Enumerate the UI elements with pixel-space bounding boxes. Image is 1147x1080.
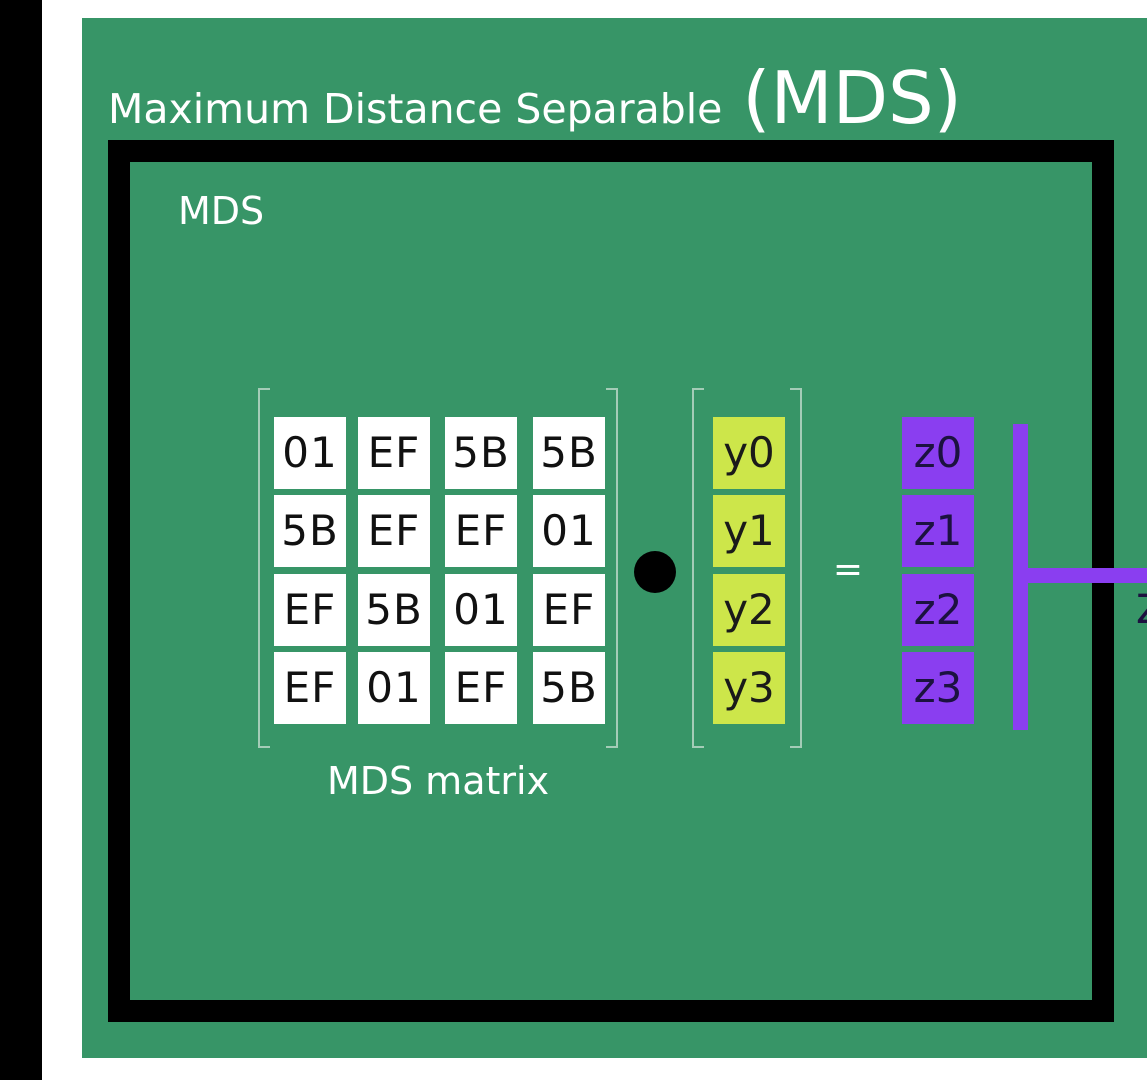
matrix-right-bracket	[606, 388, 618, 748]
slide-title-main: Maximum Distance Separable	[108, 85, 723, 133]
matrix-cell: 5B	[445, 417, 517, 489]
output-vector-cell: z0	[902, 417, 974, 489]
equals-sign: =	[832, 549, 864, 590]
output-connector-line	[1013, 568, 1147, 583]
matrix-cell: EF	[274, 574, 346, 646]
matrix-cell: 5B	[533, 652, 605, 724]
matrix-cell: EF	[358, 495, 430, 567]
input-vector-cell: y1	[713, 495, 785, 567]
vector-left-bracket	[692, 388, 704, 748]
matrix-caption: MDS matrix	[326, 759, 550, 803]
matrix-cell: EF	[445, 495, 517, 567]
matrix-cell: EF	[445, 652, 517, 724]
matrix-cell: 01	[533, 495, 605, 567]
mds-box-label: MDS	[178, 189, 265, 233]
output-vector-cell: z3	[902, 652, 974, 724]
dot-product-operator	[634, 551, 676, 593]
matrix-cell: 01	[445, 574, 517, 646]
output-vector-cell: z1	[902, 495, 974, 567]
input-vector-cell: y3	[713, 652, 785, 724]
matrix-left-bracket	[258, 388, 270, 748]
matrix-cell: EF	[274, 652, 346, 724]
matrix-cell: 5B	[274, 495, 346, 567]
clipped-output-label: Z	[1136, 588, 1147, 632]
matrix-cell: EF	[358, 417, 430, 489]
matrix-cell: 01	[358, 652, 430, 724]
input-vector-cell: y0	[713, 417, 785, 489]
slide-title-abbr: (MDS)	[742, 56, 962, 140]
matrix-cell: 01	[274, 417, 346, 489]
input-vector-cell: y2	[713, 574, 785, 646]
matrix-cell: 5B	[533, 417, 605, 489]
output-vector-cell: z2	[902, 574, 974, 646]
left-black-bar	[0, 0, 42, 1080]
slide-title: Maximum Distance Separable (MDS)	[108, 58, 962, 138]
vector-right-bracket	[790, 388, 802, 748]
matrix-cell: EF	[533, 574, 605, 646]
matrix-cell: 5B	[358, 574, 430, 646]
